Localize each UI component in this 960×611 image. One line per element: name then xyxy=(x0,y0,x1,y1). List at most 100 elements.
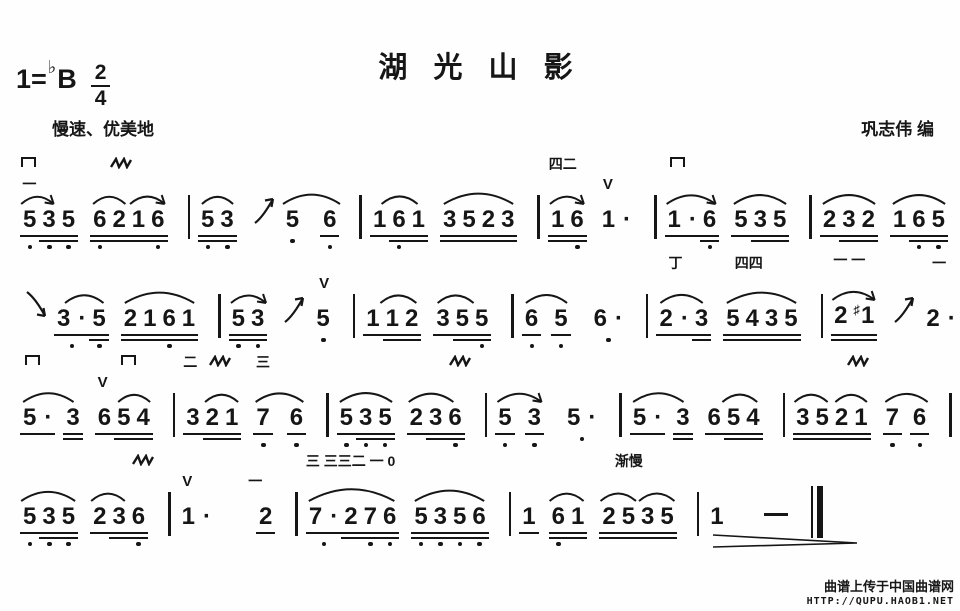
slur-arrow-mark xyxy=(549,194,585,205)
beam-line xyxy=(567,240,587,242)
slur-mark xyxy=(64,294,105,304)
note-digit: 3 xyxy=(429,404,443,431)
beam-line xyxy=(248,339,268,341)
slur-mark xyxy=(124,291,195,304)
note-digit: 5 xyxy=(339,404,353,431)
note-digit: 1 xyxy=(131,206,146,233)
barline xyxy=(654,195,657,239)
beam-line xyxy=(430,537,451,539)
beam-line xyxy=(928,235,948,237)
beam-line xyxy=(39,537,59,539)
octave-dot xyxy=(167,343,172,348)
gliss-up-arrow xyxy=(283,290,309,324)
beam-line xyxy=(202,433,223,435)
note-digit: 6 xyxy=(93,206,107,233)
tempo-marking: 慢速、优美地 xyxy=(52,120,154,139)
note-digit: 5 xyxy=(660,503,674,530)
note: ♯1 xyxy=(850,302,878,341)
beam-line xyxy=(459,235,479,237)
note-digit: 2 xyxy=(861,206,875,233)
octave-dot xyxy=(47,244,52,249)
beam-line xyxy=(618,537,639,539)
note-group: 5· xyxy=(556,355,599,451)
note-digit: 5 xyxy=(566,404,581,431)
barline xyxy=(949,393,952,437)
beam-line xyxy=(426,433,446,435)
note-digit: 1 xyxy=(372,206,387,233)
notes-row: 2 xyxy=(226,504,276,534)
note-digit: 5 xyxy=(554,305,568,332)
key-note: B xyxy=(57,64,77,94)
beam-line xyxy=(664,235,700,237)
slur-mark xyxy=(92,195,127,205)
beam-line xyxy=(128,537,149,539)
beam-line xyxy=(831,339,851,341)
beam-line xyxy=(369,235,390,237)
ornament-layer xyxy=(440,157,517,207)
note-digit: 1 xyxy=(667,206,681,233)
note-digit: 5 xyxy=(726,404,741,431)
slur-mark xyxy=(822,194,876,205)
beam-line xyxy=(495,433,515,435)
ornament-layer xyxy=(522,256,571,306)
ornament-layer xyxy=(337,355,395,405)
slur-mark xyxy=(380,195,419,205)
ornament-layer xyxy=(793,354,870,405)
notes-row: 2♯1 xyxy=(831,302,878,341)
note-digit: 1 xyxy=(411,206,426,233)
note: 1· xyxy=(599,207,634,233)
note: 6 xyxy=(379,504,400,546)
notes-row: 5·3 xyxy=(20,404,83,440)
note-digit: 3 xyxy=(641,503,655,530)
beam-line xyxy=(20,532,40,534)
note-digit: 6 xyxy=(912,404,927,431)
beam-line xyxy=(406,433,427,435)
note-digit: 5 xyxy=(453,503,467,530)
note-group: 1·6 xyxy=(664,157,720,253)
octave-dot xyxy=(556,541,561,546)
beam-line xyxy=(89,339,109,341)
note: 5 xyxy=(58,207,79,249)
slur-mark xyxy=(726,291,797,304)
note-group: 6· xyxy=(583,256,626,352)
note-group: 3·5 xyxy=(54,256,109,352)
beam-line xyxy=(228,334,249,336)
octave-dot xyxy=(532,442,537,447)
beam-line xyxy=(909,235,929,237)
note-digit: 5 xyxy=(462,206,476,233)
augmentation-dot: · xyxy=(44,404,53,431)
note: 7· xyxy=(305,503,342,546)
note: 5 xyxy=(283,207,302,243)
augmentation-dot: · xyxy=(330,503,339,530)
note-digit: 5 xyxy=(414,503,428,530)
octave-dot xyxy=(502,442,508,447)
note: 1 xyxy=(851,405,871,440)
note-digit: 2 xyxy=(205,404,220,431)
notes-row: 1- xyxy=(707,504,790,530)
note-digit: 6 xyxy=(131,503,146,530)
beam-line xyxy=(498,235,518,237)
note: 2 xyxy=(109,207,129,242)
beam-line xyxy=(198,240,218,242)
note: 4 xyxy=(743,405,763,440)
ornament-layer xyxy=(20,355,83,405)
note-digit: 3 xyxy=(358,404,373,431)
up-bow-mark: V xyxy=(97,374,108,391)
barline xyxy=(820,294,824,338)
ornament-layer xyxy=(121,256,198,306)
note-digit: 3 xyxy=(42,503,56,530)
ornament-layer: 三 xyxy=(253,355,306,405)
notes-row: 1· xyxy=(599,207,634,233)
beam-line xyxy=(90,240,110,242)
ornament-layer xyxy=(198,157,237,207)
beam-line xyxy=(618,532,639,534)
piece-title: 湖 光 山 影 xyxy=(378,52,582,84)
